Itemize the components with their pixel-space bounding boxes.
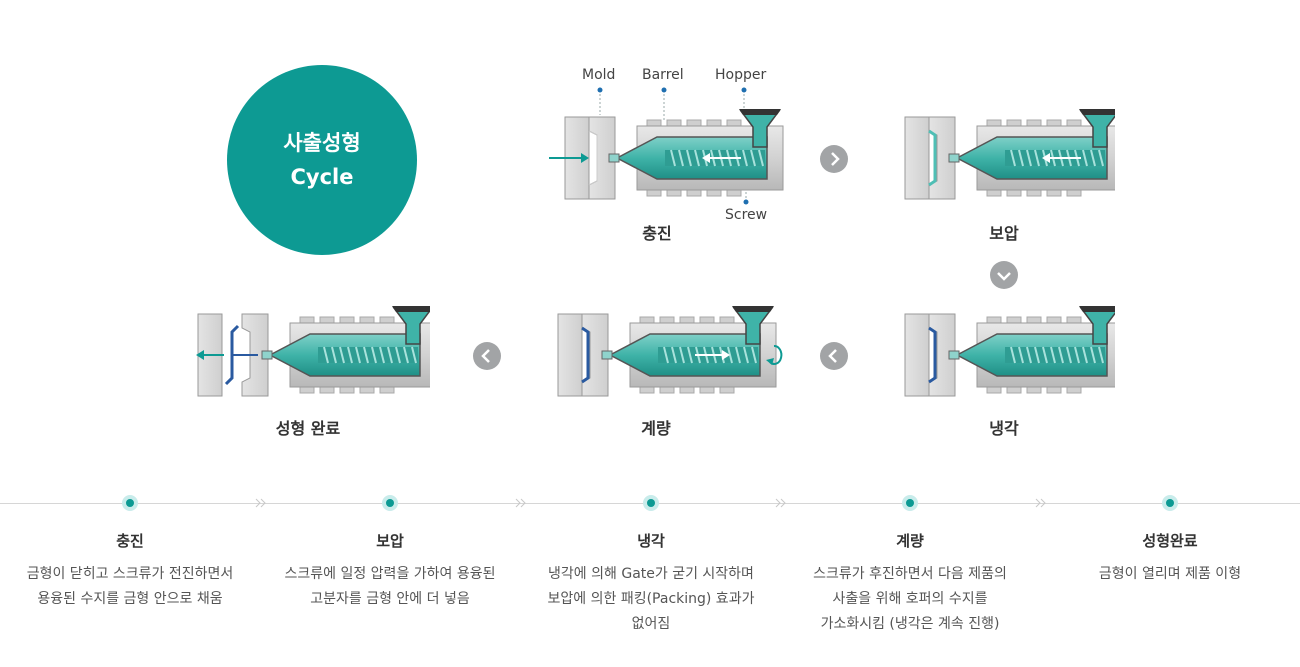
screw-label: Screw [725, 207, 768, 223]
timeline-dot [902, 495, 918, 511]
step-desc-done: 금형이 열리며 제품 이형 [1098, 566, 1242, 582]
next-arrow-button[interactable] [820, 145, 848, 173]
chevron-down-icon [997, 272, 1011, 281]
step-title-done: 성형완료 [1142, 532, 1198, 550]
step-title-fill: 충진 [116, 532, 144, 550]
step-title-hold: 보압 [376, 532, 404, 550]
cycle-title-circle: 사출성형 Cycle [227, 65, 417, 255]
double-chevron-icon [775, 498, 786, 508]
timeline-dot [382, 495, 398, 511]
stage-label-cool: 냉각 [989, 419, 1019, 438]
timeline-dot [122, 495, 138, 511]
hopper-label: Hopper [715, 67, 767, 83]
stage-label-fill: 충진 [642, 224, 672, 243]
double-chevron-icon [255, 498, 266, 508]
step-desc-meter: 스크류가 후진하면서 다음 제품의 사출을 위해 호퍼의 수지를 가소화시킴 (… [813, 566, 1007, 632]
step-desc-cool: 냉각에 의해 Gate가 굳기 시작하며 보압에 의한 패킹(Packing) … [547, 566, 755, 632]
done-stage-illustration [196, 305, 430, 397]
stage-label-done: 성형 완료 [275, 419, 341, 438]
chevron-left-icon [481, 349, 490, 363]
step-title-cool: 냉각 [637, 532, 665, 550]
stage-label-meter: 계량 [641, 419, 671, 438]
stage-label-hold: 보압 [989, 224, 1019, 243]
prev-arrow-button-1[interactable] [820, 342, 848, 370]
prev-arrow-button-2[interactable] [473, 342, 501, 370]
meter-stage-illustration [557, 305, 783, 397]
double-chevron-icon [1035, 498, 1046, 508]
barrel-label: Barrel [642, 67, 684, 83]
mold-label: Mold [582, 67, 616, 83]
timeline-dot [643, 495, 659, 511]
step-title-meter: 계량 [896, 532, 924, 550]
cool-stage-illustration [904, 305, 1115, 397]
fill-stage-illustration [549, 87, 784, 205]
hold-stage-illustration [904, 108, 1115, 200]
cycle-title-line2: Cycle [290, 165, 354, 189]
timeline-dot [1162, 495, 1178, 511]
down-arrow-button[interactable] [990, 261, 1018, 289]
cycle-title-line1: 사출성형 [283, 131, 361, 155]
chevron-left-icon [828, 349, 837, 363]
step-desc-fill: 금형이 닫히고 스크류가 전진하면서 용융된 수지를 금형 안으로 채움 [26, 566, 234, 607]
step-desc-hold: 스크류에 일정 압력을 가하여 용융된 고분자를 금형 안에 더 넣음 [284, 566, 496, 607]
chevron-right-icon [831, 152, 840, 166]
double-chevron-icon [515, 498, 526, 508]
